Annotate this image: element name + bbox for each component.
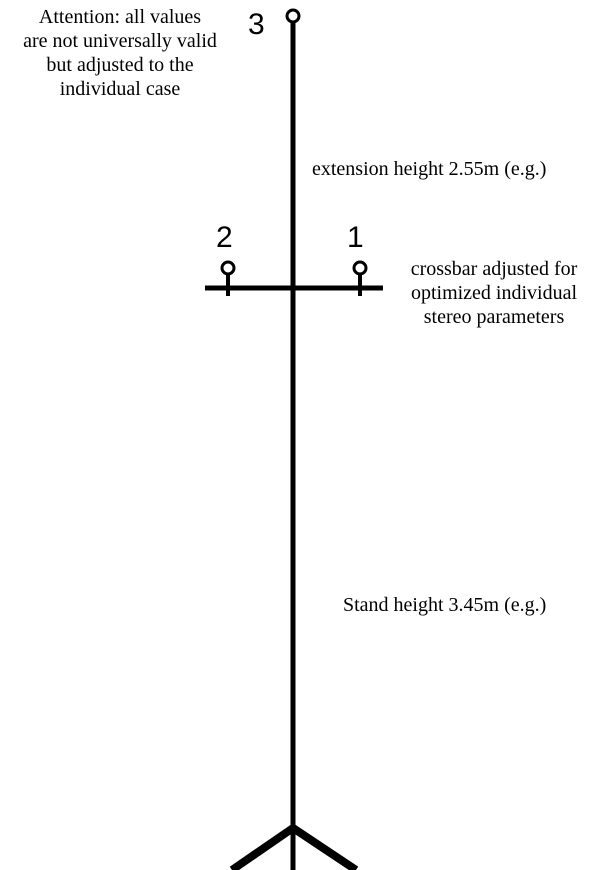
camera-3-marker [285,8,301,24]
attention-line: Attention: all values [38,6,202,28]
attention-line: individual case [59,78,181,100]
attention-note: Attention: all values are not universall… [5,5,235,101]
crossbar-note-line: stereo parameters [423,306,565,328]
tripod-leg-left [229,824,296,870]
camera-2-marker [220,260,236,276]
crossbar-note-line: crossbar adjusted for [410,258,578,280]
extension-height-note: extension height 2.55m (e.g.) [312,158,547,180]
camera-3-label: 3 [248,8,265,41]
crossbar-note-line: optimized individual [410,282,578,304]
attention-line: but adjusted to the [46,54,194,76]
camera-1-marker [352,260,368,276]
tripod-leg-right [290,824,359,870]
camera-1-label: 1 [347,221,364,254]
crossbar-note: crossbar adjusted for optimized individu… [395,257,593,329]
stand-height-note: Stand height 3.45m (e.g.) [343,594,547,616]
attention-line: are not universally valid [23,30,217,52]
camera-2-label: 2 [216,221,233,254]
